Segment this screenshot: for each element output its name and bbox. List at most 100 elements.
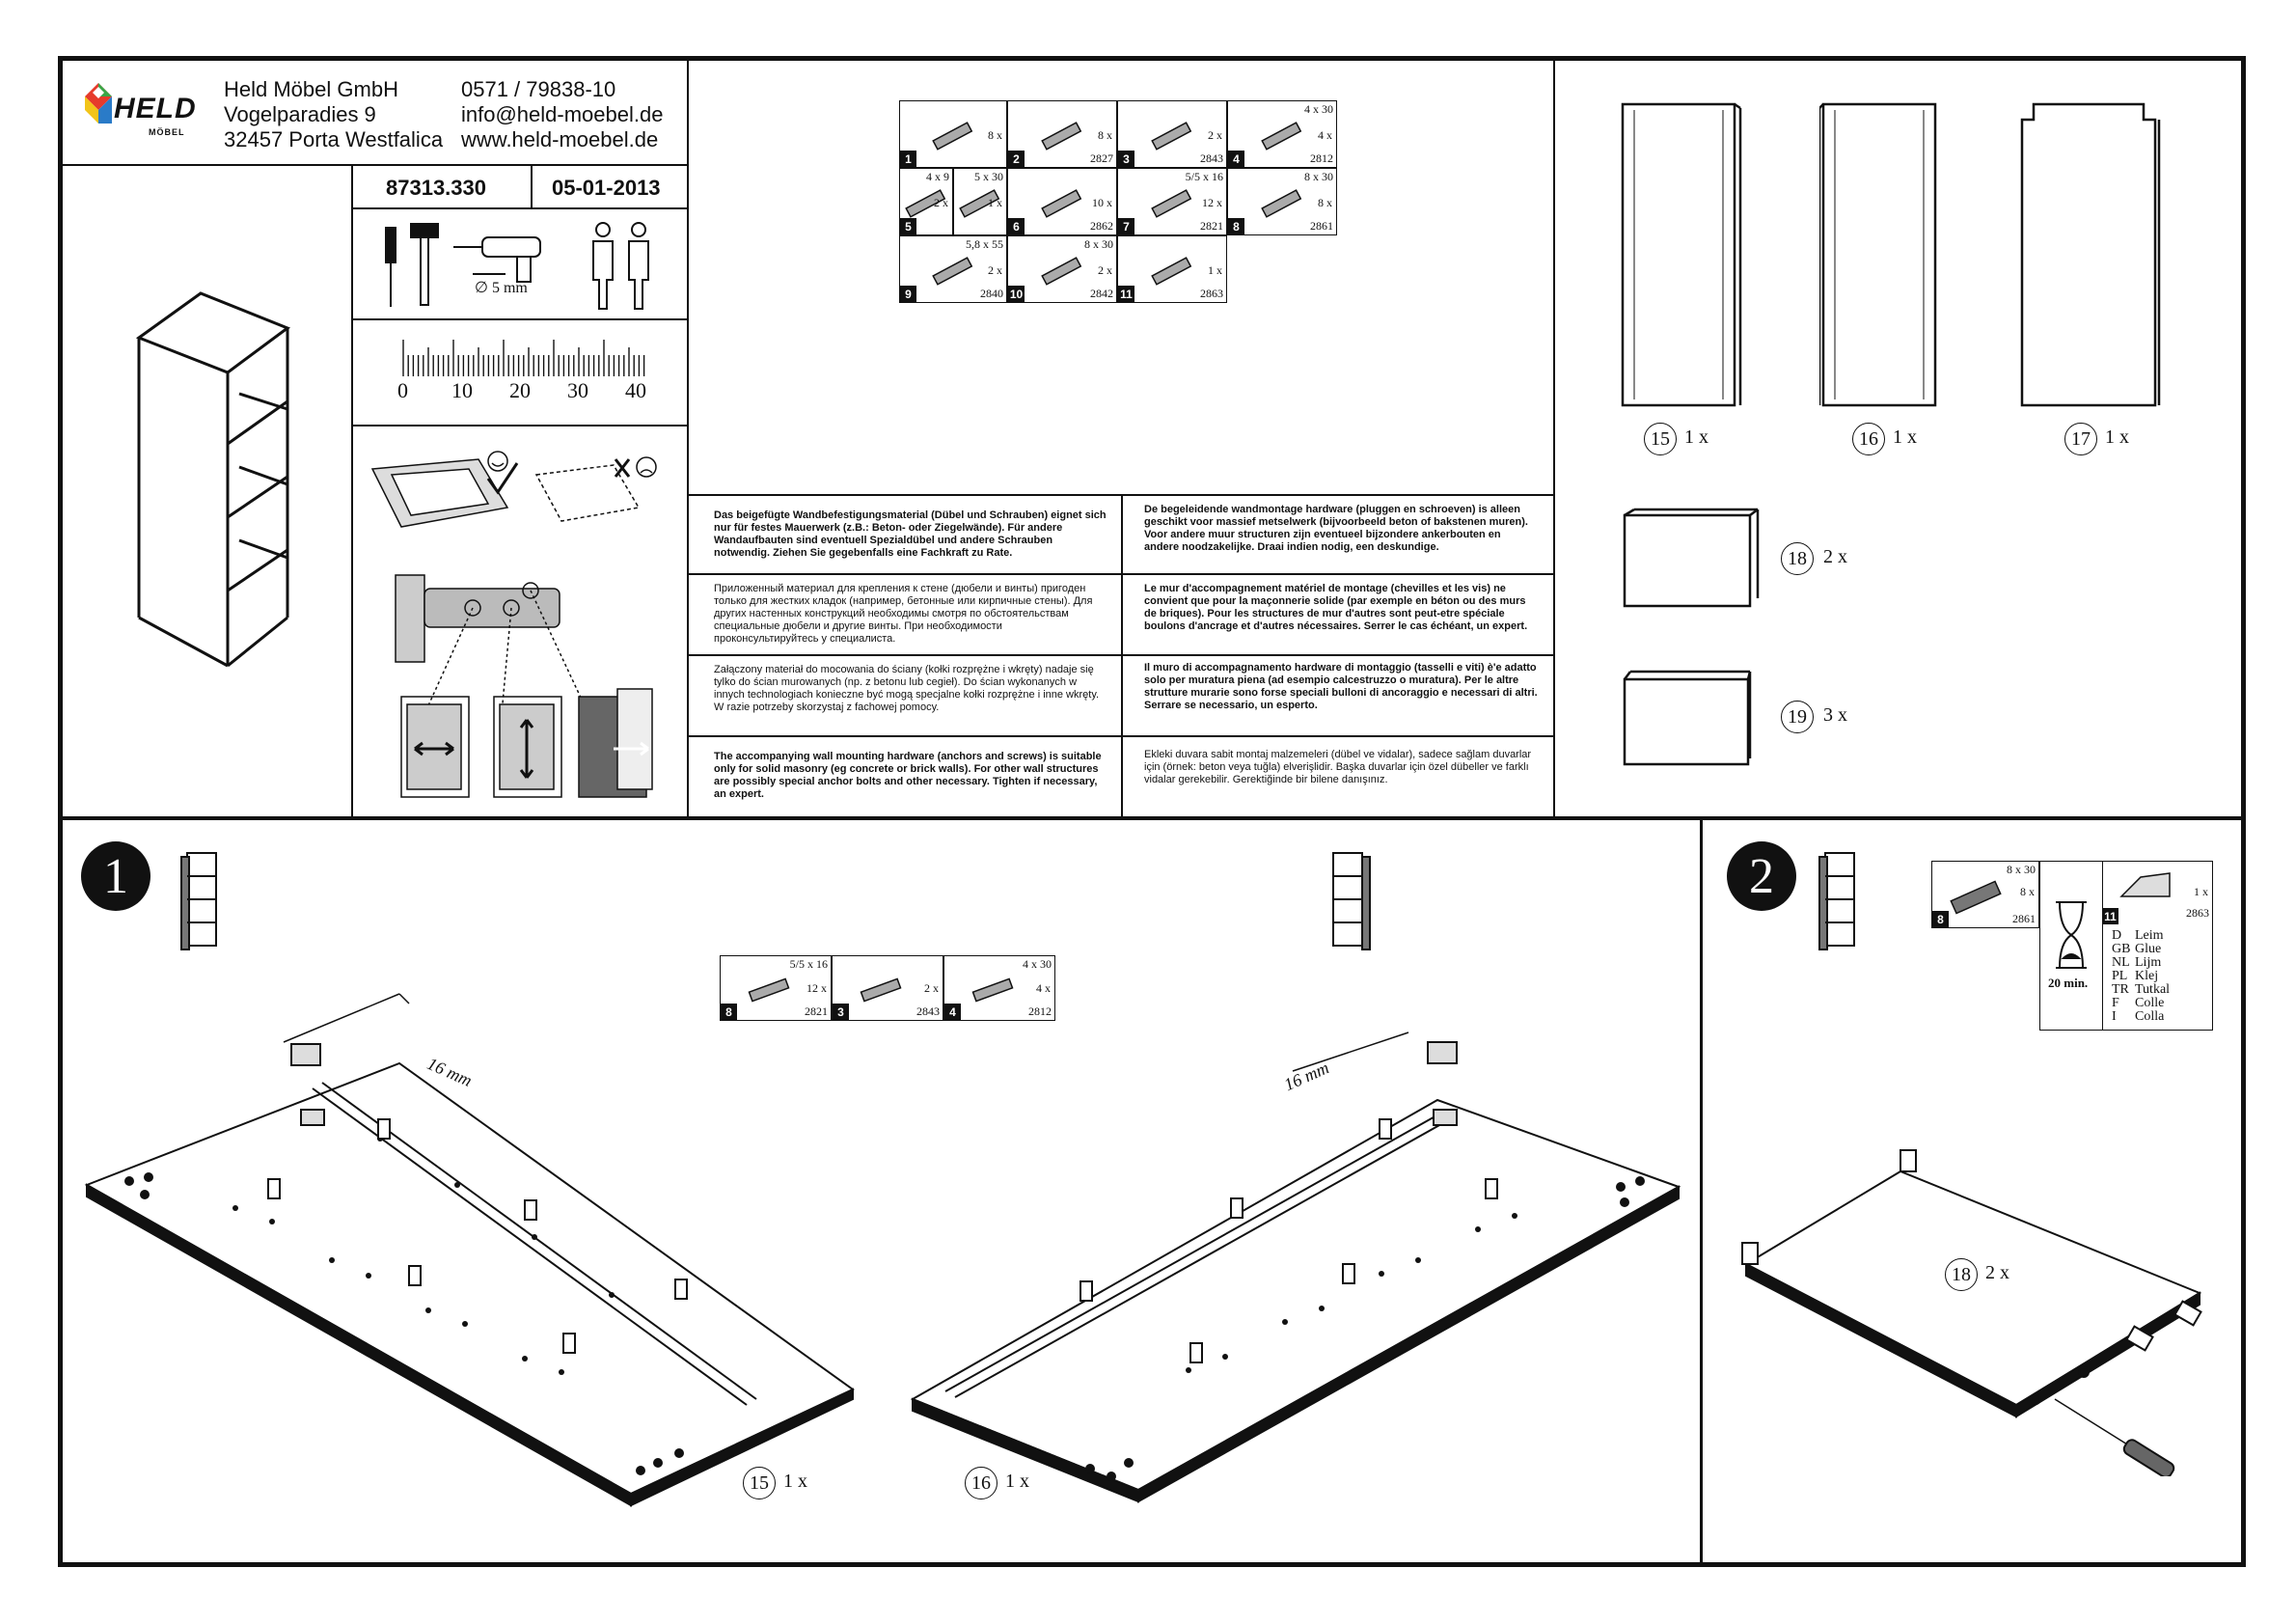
warning-it: Il muro di accompagnamento hardware di m… (1144, 662, 1538, 711)
divider-info-4 (351, 425, 687, 426)
warning-ru: Приложенный материал для крепления к сте… (714, 583, 1093, 645)
hardware-code: 2863 (1200, 287, 1223, 300)
hardware-icon-8 (1261, 189, 1302, 218)
hardware-num: 3 (1118, 151, 1134, 167)
warning-de: Das beigefügte Wandbefestigungsmaterial … (714, 509, 1107, 559)
hardware-size: 5 x 30 (974, 170, 1003, 183)
dowel-icon (1950, 880, 2002, 915)
hardware-qty: 8 x (1098, 128, 1112, 142)
warning-en: The accompanying wall mounting hardware … (714, 751, 1102, 800)
hardware-size: 4 x 9 (926, 170, 949, 183)
hourglass-icon (2056, 901, 2087, 969)
warn-table-mid (1121, 494, 1123, 818)
drill-size: ∅ 5 mm (475, 280, 528, 296)
company-web[interactable]: www.held-moebel.de (461, 127, 659, 151)
ruler-label-20: 20 (509, 378, 531, 402)
step-1-badge: 1 (81, 841, 150, 911)
step1-panel-15-number: 15 (743, 1467, 776, 1499)
hardware-part-5b: 5 x 30 1 x (953, 168, 1007, 235)
hardware-size: 5,8 x 55 (966, 237, 1003, 251)
panel-17-number: 17 (2064, 423, 2097, 455)
document-date: 05-01-2013 (552, 176, 661, 200)
shelf-overview-illustration (133, 289, 297, 675)
surface-protection-illustration (363, 440, 677, 556)
hardware-qty: 4 x (1318, 128, 1332, 142)
step2-glue-time: 20 min. (2048, 976, 2089, 990)
panel-15-drawing (1619, 100, 1744, 409)
step1-part-size: 5/5 x 16 (789, 957, 828, 971)
hardware-icon-11 (1151, 257, 1192, 286)
step1-part-qty: 4 x (1036, 981, 1051, 995)
hammer-icon (410, 223, 439, 306)
ruler-label-30: 30 (567, 378, 588, 402)
hardware-code: 2827 (1090, 151, 1113, 165)
ruler-label-10: 10 (451, 378, 473, 402)
glue-lang-code: D (2112, 928, 2122, 943)
company-street: Vogelparadies 9 (224, 102, 376, 126)
hardware-size: 4 x 30 (1304, 102, 1333, 116)
hardware-num: 8 (1228, 218, 1244, 234)
hardware-code: 2862 (1090, 219, 1113, 233)
step2-dowel-size: 8 x 30 (2007, 863, 2036, 876)
step1-part-icon-4 (971, 977, 1014, 1003)
glue-lang-code: I (2112, 1009, 2117, 1024)
divider-header (60, 164, 687, 166)
divider-info-2 (531, 166, 533, 207)
smile-icon (487, 451, 508, 472)
hardware-size: 8 x 30 (1084, 237, 1113, 251)
glue-lang-word: Lijm (2135, 955, 2162, 970)
step2-glue-code: 2863 (2186, 906, 2209, 920)
screwdriver-icon (385, 227, 396, 307)
panel-18-drawing (1621, 506, 1765, 612)
check-icon (486, 462, 519, 495)
hardware-qty: 8 x (988, 128, 1002, 142)
hardware-icon-5b (959, 189, 1000, 218)
step2-dowel-num: 8 (1932, 911, 1949, 927)
ruler-label-0: 0 (397, 378, 408, 402)
hardware-code: 2821 (1200, 219, 1223, 233)
hardware-icon-6 (1041, 189, 1082, 218)
glue-lang-word: Tutkal (2135, 982, 2171, 997)
divider-horizontal-main (60, 816, 2244, 820)
glue-lang-word: Colla (2135, 1009, 2165, 1024)
panel-17-qty: 1 x (2105, 426, 2129, 448)
step1-panel-15-qty: 1 x (783, 1471, 807, 1492)
ruler-ticks (402, 340, 645, 376)
hardware-num: 11 (1118, 286, 1134, 302)
step1-shelf-icon-right (1327, 845, 1374, 951)
step2-panel-18-qty: 2 x (1985, 1262, 2009, 1283)
divider-vertical-1 (687, 58, 689, 818)
hardware-qty: 2 x (934, 196, 948, 209)
two-person-icon (592, 222, 649, 310)
hardware-icon-3 (1151, 122, 1192, 151)
hardware-icon-4 (1261, 122, 1302, 151)
step1-shelf-icon-left (179, 845, 226, 951)
cross-icon (614, 458, 631, 478)
hardware-qty: 1 x (988, 196, 1002, 209)
step2-glue-num: 11 (2102, 908, 2118, 924)
step1-part-num: 8 (721, 1004, 737, 1020)
hardware-qty: 12 x (1202, 196, 1222, 209)
company-email[interactable]: info@held-moebel.de (461, 102, 664, 126)
article-number: 87313.330 (386, 176, 486, 200)
hardware-num: 6 (1008, 218, 1025, 234)
hardware-size: 5/5 x 16 (1185, 170, 1223, 183)
glue-lang-code: F (2112, 996, 2119, 1010)
step2-panel-18-number: 18 (1945, 1258, 1978, 1291)
divider-vertical-2 (1553, 58, 1555, 818)
panel-15-number: 15 (1644, 423, 1677, 455)
warn-table-row2 (689, 654, 1553, 656)
glue-name-row: I Colla (2112, 1010, 2208, 1024)
drill-icon (453, 236, 541, 283)
